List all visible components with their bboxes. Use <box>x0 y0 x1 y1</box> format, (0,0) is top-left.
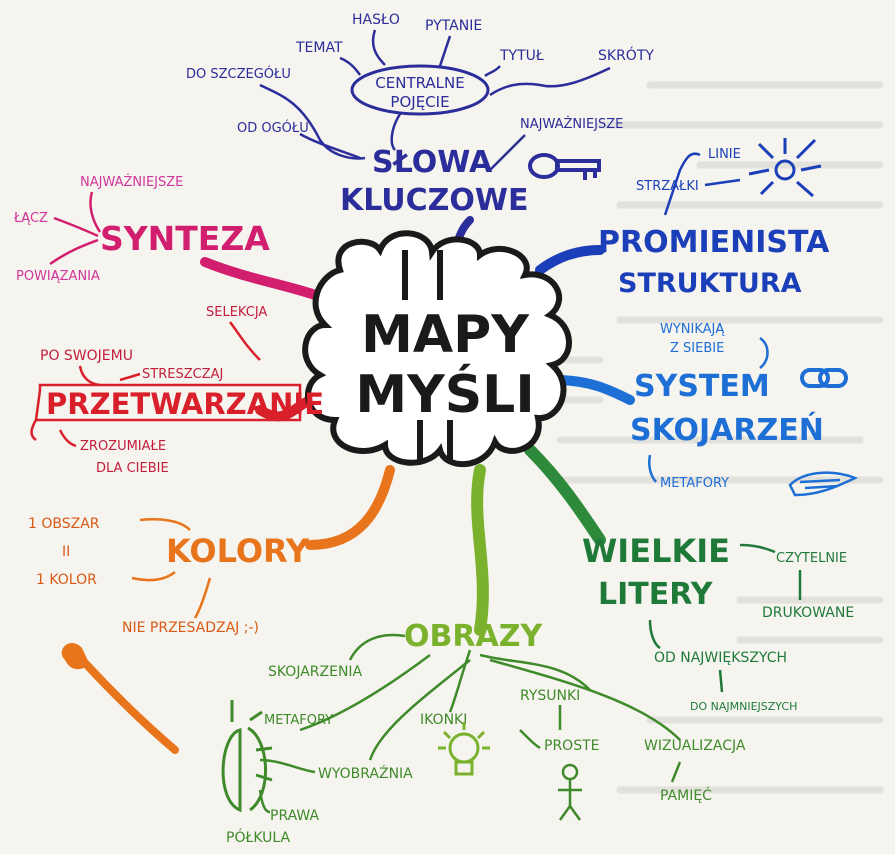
system-item-z-siebie: Z SIEBIE <box>670 341 724 356</box>
sun-icon <box>748 138 822 198</box>
slowa-item-haslo: HASŁO <box>352 12 400 28</box>
synteza-item-lacz: ŁĄCZ <box>13 211 48 226</box>
bulb-icon <box>438 722 490 776</box>
kolory-item-1-kolor: 1 KOLOR <box>36 572 97 588</box>
obrazy-item-rysunki: RYSUNKI <box>520 688 580 704</box>
center-title-line1: MAPY <box>361 305 530 365</box>
branch-synteza <box>200 257 335 305</box>
center-title-line2: MYŚLI <box>355 363 534 425</box>
wielkie-title-line2: LITERY <box>598 577 714 612</box>
promienista-item-linie: LINIE <box>708 147 741 162</box>
promienista-title-line1: PROMIENISTA <box>598 225 830 260</box>
przetwarzanie-item-streszczaj: STRESZCZAJ <box>142 367 223 382</box>
slowa-title-line1: SŁOWA <box>372 145 493 180</box>
obrazy-item-wizualizacja: WIZUALIZACJA <box>644 738 746 754</box>
brain-half-icon <box>221 700 273 813</box>
slowa-connectors <box>259 29 611 171</box>
central-concept-line1: CENTRALNE <box>375 74 464 92</box>
wielkie-item-do-najmniejszych: DO NAJMNIEJSZYCH <box>690 700 797 713</box>
obrazy-item-wyobraznia: WYOBRAŹNIA <box>318 764 413 782</box>
wings-icon <box>788 471 859 497</box>
system-title-line1: SYSTEM <box>634 369 770 404</box>
stick-figure-icon <box>558 763 582 821</box>
kolory-item-nie-przesadzaj: NIE PRZESADZAJ ;-) <box>122 620 259 636</box>
system-item-metafory: METAFORY <box>660 476 729 491</box>
central-concept-line2: POJĘCIE <box>390 93 449 111</box>
node-synteza: SYNTEZA NAJWAŻNIEJSZE ŁĄCZ POWIĄZANIA <box>13 174 270 284</box>
wielkie-item-od-najwiekszych: OD NAJWIĘKSZYCH <box>654 650 787 666</box>
slowa-item-od-ogolu: OD OGÓŁU <box>237 120 309 136</box>
obrazy-item-pamiec: PAMIĘĆ <box>660 786 712 804</box>
obrazy-item-ikonki: IKONKI <box>420 712 467 728</box>
key-icon <box>528 153 601 180</box>
slowa-item-skroty: SKRÓTY <box>598 46 654 64</box>
przetwarzanie-item-selekcja: SELEKCJA <box>206 305 267 320</box>
synteza-item-powiazania: POWIĄZANIA <box>16 269 100 284</box>
wielkie-item-drukowane: DRUKOWANE <box>762 605 854 621</box>
central-concept-bubble <box>350 64 490 116</box>
branch-przetwarzanie <box>255 395 315 422</box>
kolory-item-ii: II <box>62 544 70 560</box>
wielkie-item-czytelnie: CZYTELNIE <box>776 551 847 566</box>
przetwarzanie-item-zrozumiale: ZROZUMIAŁE <box>80 439 166 454</box>
obrazy-item-prawa: PRAWA <box>270 808 319 824</box>
synteza-title: SYNTEZA <box>100 219 270 258</box>
promienista-title-line2: STRUKTURA <box>618 268 802 299</box>
kolory-title: KOLORY <box>166 532 310 570</box>
center-cloud <box>302 230 572 467</box>
node-promienista: PROMIENISTA STRUKTURA LINIE STRZAŁKI <box>598 138 830 299</box>
kolory-item-1-obszar: 1 OBSZAR <box>28 516 100 532</box>
node-obrazy: OBRAZY SKOJARZENIA METAFORY IKONKI RYSUN… <box>221 619 746 846</box>
przetwarzanie-item-po-swojemu: PO SWOJEMU <box>40 348 133 364</box>
system-title-line2: SKOJARZEŃ <box>630 412 824 448</box>
center-node: MAPY MYŚLI <box>302 230 572 467</box>
slowa-item-pytanie: PYTANIE <box>425 18 482 34</box>
system-item-wynikaja: WYNIKAJĄ <box>660 322 725 337</box>
slowa-item-temat: TEMAT <box>295 40 343 56</box>
synteza-item-najwazniejsze: NAJWAŻNIEJSZE <box>80 174 183 190</box>
branch-promienista <box>535 245 605 275</box>
node-wielkie-litery: WIELKIE LITERY CZYTELNIE DRUKOWANE OD NA… <box>582 532 854 713</box>
promienista-item-strzalki: STRZAŁKI <box>636 179 699 194</box>
slowa-item-tytul: TYTUŁ <box>499 48 544 64</box>
node-kolory: KOLORY 1 OBSZAR II 1 KOLOR NIE PRZESADZA… <box>28 516 310 754</box>
obrazy-item-polkula: PÓŁKULA <box>226 828 291 846</box>
branch-wielkie <box>524 444 606 546</box>
brush-icon <box>61 642 179 754</box>
obrazy-item-proste: PROSTE <box>544 738 599 754</box>
branches <box>200 216 635 636</box>
slowa-title-line2: KLUCZOWE <box>340 183 529 218</box>
obrazy-title: OBRAZY <box>404 619 543 654</box>
node-przetwarzanie: PRZETWARZANIE SELEKCJA PO SWOJEMU STRESZ… <box>30 305 324 476</box>
chain-icon <box>800 368 848 388</box>
slowa-item-do-szczegolu: DO SZCZEGÓŁU <box>186 66 291 82</box>
przetwarzanie-title: PRZETWARZANIE <box>46 387 324 421</box>
node-system-skojarzen: SYSTEM SKOJARZEŃ WYNIKAJĄ Z SIEBIE METAF… <box>630 322 859 497</box>
slowa-item-najwazniejsze: NAJWAŻNIEJSZE <box>520 116 623 132</box>
branch-obrazy <box>471 464 489 636</box>
przetwarzanie-item-dla-ciebie: DLA CIEBIE <box>96 461 169 476</box>
node-slowa-kluczowe: SŁOWA KLUCZOWE CENTRALNE POJĘCIE HASŁO P… <box>186 12 654 218</box>
wielkie-title-line1: WIELKIE <box>582 532 730 570</box>
obrazy-item-skojarzenia: SKOJARZENIA <box>268 664 363 680</box>
branch-kolory <box>305 465 395 550</box>
